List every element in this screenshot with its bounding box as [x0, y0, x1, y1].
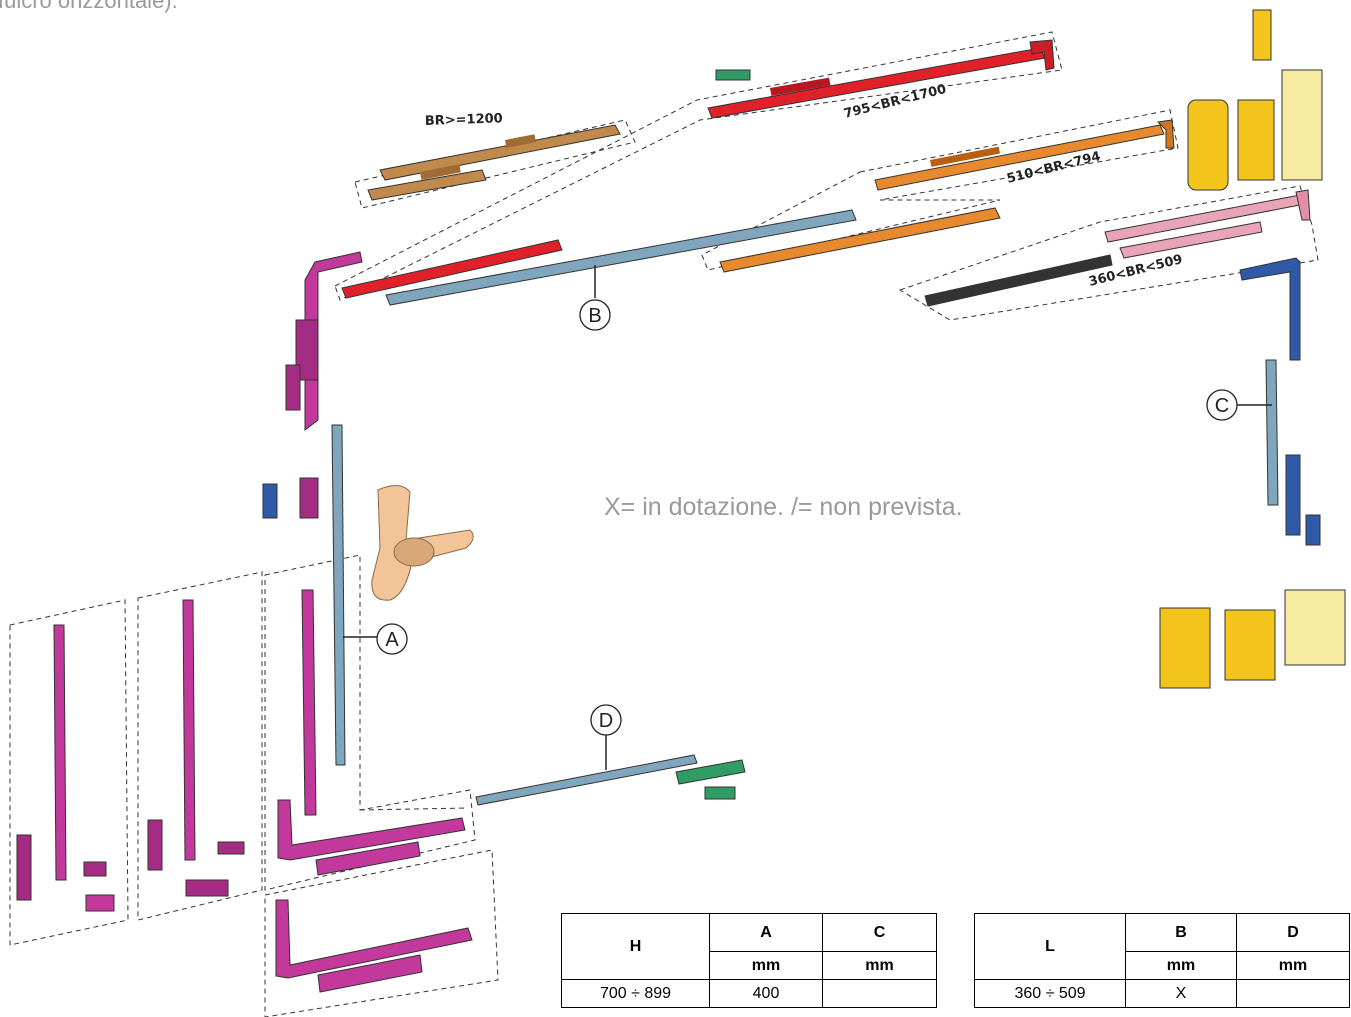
hinge-set-bottom: [1159, 589, 1346, 689]
callout-d-letter: D: [599, 710, 613, 732]
table-row: 700 ÷ 899 400: [561, 979, 937, 1008]
callout-a-letter: A: [385, 629, 399, 651]
header-d: D: [1236, 913, 1350, 952]
callout-b-letter: B: [588, 305, 601, 327]
cell: [822, 979, 937, 1008]
callout-d: D: [590, 704, 622, 736]
table-height: H A C mm mm 700 ÷ 899 400: [561, 913, 937, 1008]
table-length: L B D mm mm 360 ÷ 509 X: [974, 913, 1350, 1008]
rod-b: [385, 209, 857, 306]
unit-b: mm: [1125, 951, 1237, 980]
left-vertical-strips: [16, 589, 317, 912]
unit-a: mm: [709, 951, 823, 980]
header-c: C: [822, 913, 937, 952]
cell: 360 ÷ 509: [974, 979, 1126, 1008]
red-strip-set: [341, 39, 1055, 299]
callout-b: B: [579, 299, 611, 331]
blue-right-assembly: [1237, 257, 1321, 546]
header-h: H: [561, 913, 710, 980]
table-row: 360 ÷ 509 X: [974, 979, 1350, 1008]
unit-d: mm: [1236, 951, 1350, 980]
magenta-corner-piece: [262, 251, 363, 519]
range-label-1: BR>=1200: [425, 111, 503, 129]
pink-strip-set: [924, 189, 1311, 307]
header-a: A: [709, 913, 823, 952]
header-b: B: [1125, 913, 1237, 952]
callout-c-letter: C: [1215, 395, 1229, 417]
orange-strip-set: [719, 119, 1175, 273]
rod-a: [331, 424, 378, 766]
callout-a: A: [376, 623, 408, 655]
dashed-group-outlines: [9, 31, 1319, 1017]
top-caption: fulcro orizzontale).: [0, 0, 178, 13]
cell: 400: [709, 979, 823, 1008]
bronze-strip-set: [367, 124, 621, 201]
legend-note: X= in dotazione. /= non prevista.: [604, 493, 963, 521]
callout-c: C: [1206, 389, 1238, 421]
cell: [1236, 979, 1350, 1008]
hinge-set-top: [1187, 9, 1323, 191]
window-handle: [371, 485, 474, 601]
header-l: L: [974, 913, 1126, 980]
cell: X: [1125, 979, 1237, 1008]
bottom-corner-pieces: [275, 799, 473, 993]
rod-d: [475, 735, 746, 806]
unit-c: mm: [822, 951, 937, 980]
cell: 700 ÷ 899: [561, 979, 710, 1008]
